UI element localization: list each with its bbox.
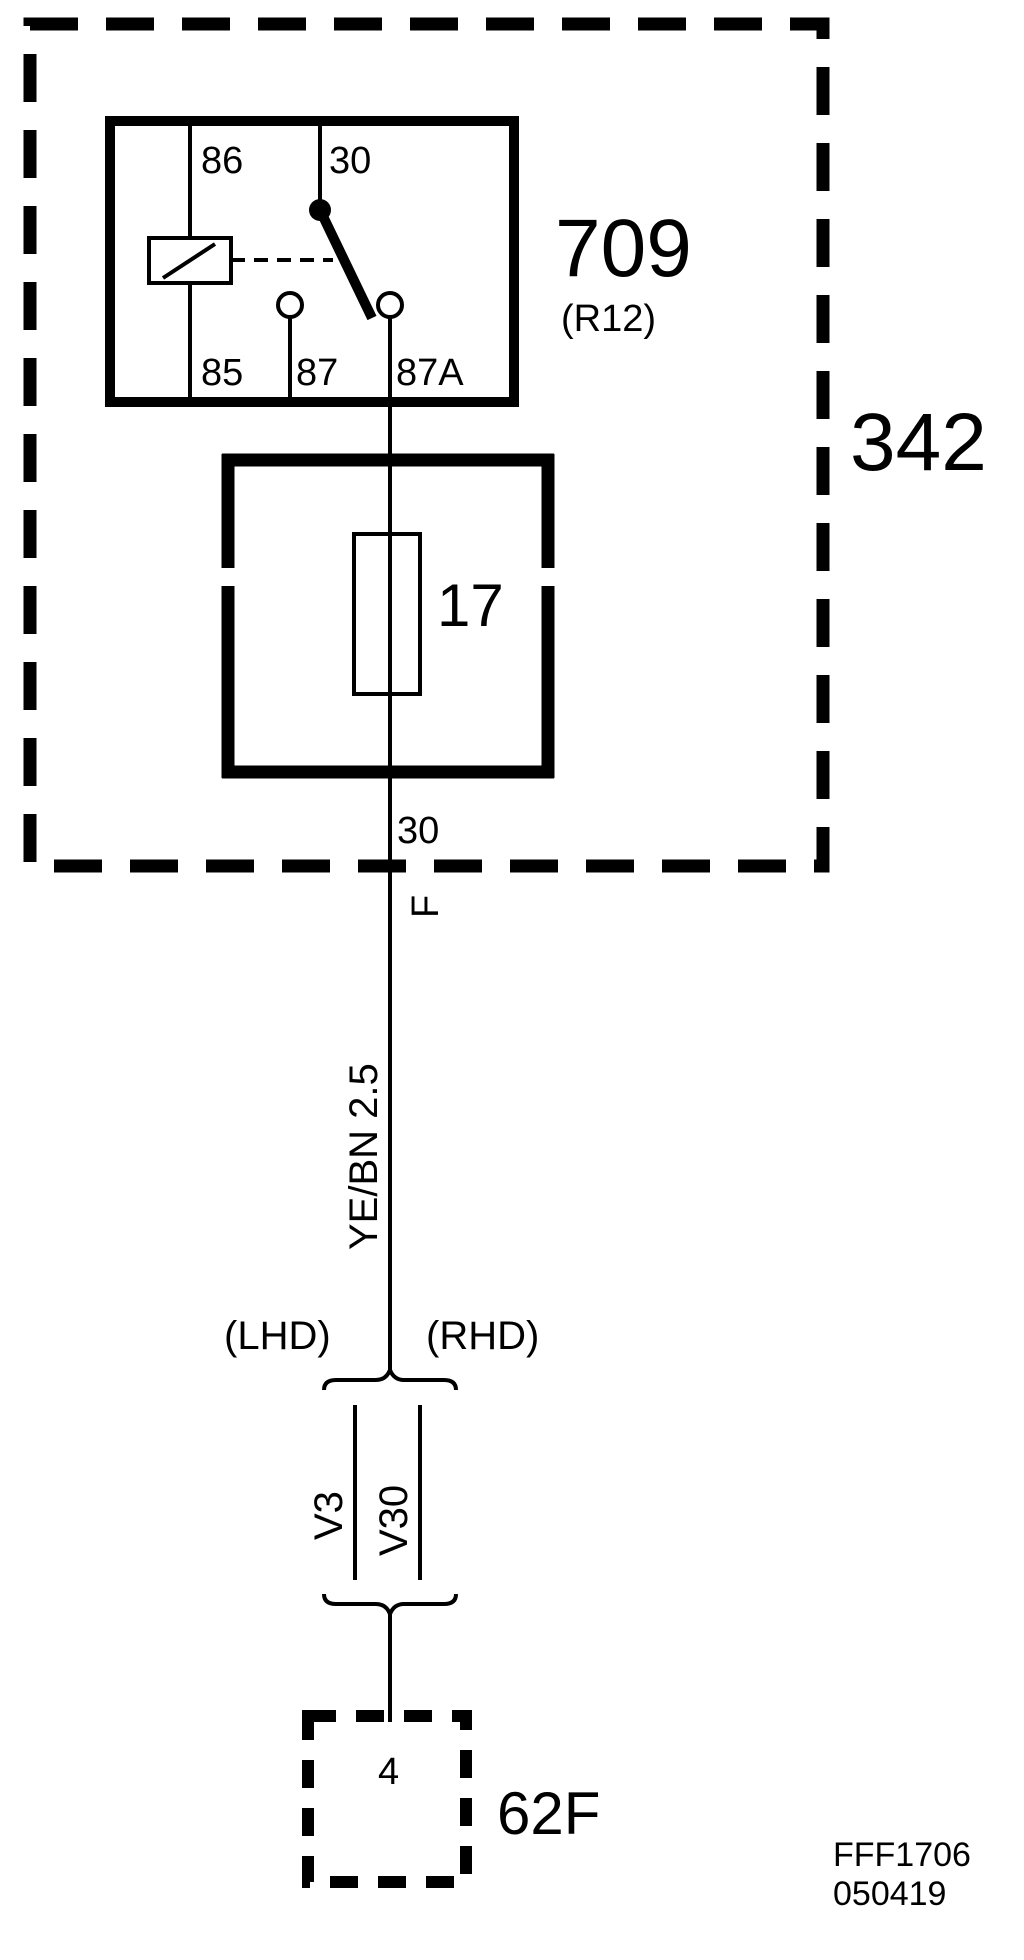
module-342-dashed-box	[23, 17, 830, 873]
relay-709-box	[105, 116, 519, 407]
variant-brackets	[322, 1364, 458, 1722]
top-brace	[322, 1364, 458, 1391]
switch-arm	[315, 207, 377, 321]
connector-id: 62F	[497, 1780, 600, 1847]
output-pin-label: 30	[397, 810, 439, 852]
lhd-label: (LHD)	[224, 1314, 331, 1358]
drawing-number: FFF1706	[833, 1836, 971, 1874]
pin-30-contact-dot	[309, 199, 331, 221]
pin-label-87a: 87A	[396, 352, 464, 394]
pin-label-85: 85	[201, 352, 243, 394]
bottom-brace	[322, 1593, 458, 1620]
rhd-label: (RHD)	[426, 1314, 539, 1358]
rhd-connector-label: V30	[372, 1485, 416, 1556]
lhd-connector-label: V3	[307, 1491, 351, 1540]
fuse-element	[352, 532, 422, 696]
connector-62f-dashed-box	[302, 1710, 472, 1888]
coil-diagonal	[161, 242, 217, 280]
output-letter: F	[405, 895, 447, 918]
connector-pin-label: 4	[378, 1751, 399, 1793]
drawing-date: 050419	[833, 1875, 946, 1913]
pin-label-87: 87	[296, 352, 338, 394]
module-id: 342	[850, 397, 987, 488]
relay-internals	[147, 121, 392, 402]
relay-id: 709	[555, 203, 692, 294]
relay-ref: (R12)	[561, 298, 656, 340]
wire-label: YE/BN 2.5	[342, 1063, 386, 1250]
pin-label-86: 86	[201, 140, 243, 182]
pin-87-contact	[276, 291, 304, 319]
fuse-id: 17	[437, 572, 504, 639]
pin-label-30: 30	[329, 140, 371, 182]
pin-87a-contact	[376, 291, 404, 319]
